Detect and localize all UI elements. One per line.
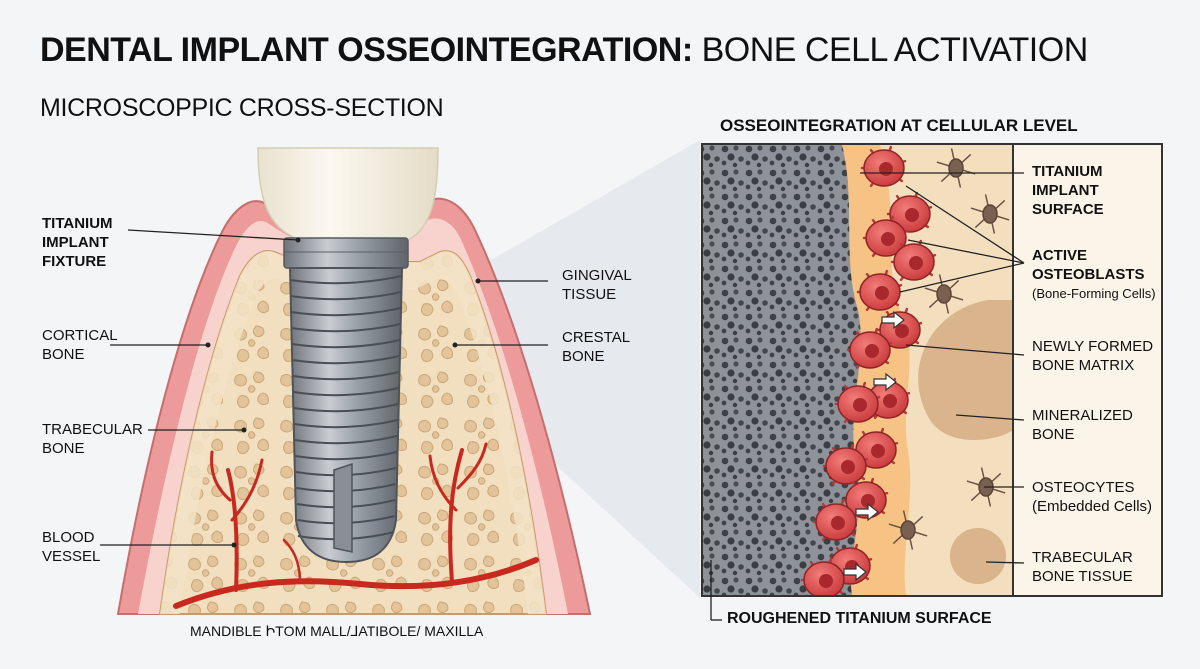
deposition-arrow — [881, 310, 905, 330]
label-line: MINERALIZED — [1032, 407, 1133, 424]
implant-thread — [290, 307, 402, 317]
title-bold: DENTAL IMPLANT OSSEOINTEGRATION: — [40, 31, 693, 69]
label-active-osteoblasts: ACTIVE OSTEOBLASTS (Bone-Forming Cells) — [1032, 246, 1156, 303]
osteoblast-cell — [860, 145, 907, 188]
label-line: CORTICAL — [42, 327, 118, 344]
label-line: IMPLANT — [42, 234, 109, 251]
osteoblast-cell — [812, 499, 859, 542]
label-crestal-bone: CRESTAL BONE — [562, 328, 630, 366]
panel-title: OSSEOINTEGRATION AT CELLULAR LEVEL — [720, 116, 1078, 135]
implant-thread — [291, 323, 401, 333]
page-title: DENTAL IMPLANT OSSEOINTEGRATION: BONE CE… — [40, 30, 1088, 70]
implant-thread — [293, 403, 399, 413]
surface-caption: ROUGHENED TITANIUM SURFACE — [727, 610, 992, 627]
osteoblast-cell — [822, 443, 869, 486]
label-titanium-fixture: TITANIUM IMPLANT FIXTURE — [42, 214, 113, 271]
osteoblast-cell — [856, 269, 903, 312]
label-note: (Bone-Forming Cells) — [1032, 286, 1156, 301]
page-subtitle: MICROSCOPPIC CROSS-SECTION — [40, 94, 444, 122]
implant-thread — [291, 339, 401, 349]
label-line: SURFACE — [1032, 201, 1104, 218]
osteocyte-cell — [970, 194, 1010, 234]
label-osteocytes: OSTEOCYTES (Embedded Cells) — [1032, 478, 1152, 516]
blood-vessels — [173, 442, 539, 609]
bottom-caption: MANDIBLE ԻТOM MALL/⅃ATIBOLE/ MAXILLA — [190, 623, 484, 639]
implant-thread — [290, 291, 402, 301]
osteoblast-cell — [886, 191, 933, 234]
osteoblast-cell — [890, 239, 937, 282]
osteoblast-cell — [846, 327, 893, 370]
label-line: BONE — [42, 346, 85, 363]
implant-thread — [289, 275, 403, 285]
label-trabecular-tissue: TRABECULAR BONE TISSUE — [1032, 548, 1133, 586]
deposition-arrow — [843, 562, 867, 582]
osteoblast-cell — [800, 557, 847, 595]
label-note: (Embedded Cells) — [1032, 498, 1153, 515]
label-line: BONE — [1032, 426, 1075, 443]
label-gingival-tissue: GINGIVAL TISSUE — [562, 266, 632, 304]
label-line: TRABECULAR — [1032, 549, 1133, 566]
deposition-arrow — [855, 502, 879, 522]
implant-thread — [292, 355, 400, 365]
implant-thread — [292, 371, 400, 381]
osteoblast-cell — [834, 381, 881, 424]
crown-shape — [257, 147, 439, 241]
implant-thread — [294, 419, 398, 429]
label-line: CRESTAL — [562, 329, 631, 346]
label-line: BONE MATRIX — [1032, 357, 1135, 374]
label-new-bone-matrix: NEWLY FORMED BONE MATRIX — [1032, 337, 1153, 375]
label-line: TITANIUM — [1032, 163, 1103, 180]
label-line: BONE TISSUE — [1032, 568, 1133, 585]
label-trabecular-bone: TRABECULAR BONE — [42, 420, 143, 458]
deposition-arrow — [873, 372, 897, 392]
osteocyte-cell — [924, 274, 964, 314]
osteoblast-cell — [862, 215, 909, 258]
label-line: FIXTURE — [42, 253, 107, 270]
label-line: ACTIVE — [1032, 247, 1088, 264]
label-line: BONE — [562, 348, 605, 365]
label-line: TRABECULAR — [42, 421, 143, 438]
label-line: BLOOD — [42, 529, 95, 546]
implant-thread — [295, 451, 397, 461]
label-line: TITANIUM — [42, 215, 113, 232]
implant-thread — [293, 387, 399, 397]
label-blood-vessel: BLOOD VESSEL — [42, 528, 100, 566]
label-line: VESSEL — [42, 548, 101, 565]
label-line: TISSUE — [562, 286, 617, 303]
label-line: OSTEOBLASTS — [1032, 266, 1145, 283]
label-line: IMPLANT — [1032, 182, 1099, 199]
label-line: NEWLY FORMED — [1032, 338, 1154, 355]
label-line: OSTEOCYTES — [1032, 479, 1135, 496]
label-mineralized-bone: MINERALIZED BONE — [1032, 406, 1133, 444]
label-line: BONE — [42, 440, 85, 457]
label-cortical-bone: CORTICAL BONE — [42, 326, 118, 364]
implant-thread — [294, 435, 398, 445]
label-titanium-surface: TITANIUM IMPLANT SURFACE — [1032, 162, 1104, 219]
osteocyte-cell — [966, 467, 1006, 507]
osteocyte-cell — [888, 510, 928, 550]
title-normal: BONE CELL ACTIVATION — [692, 31, 1089, 69]
label-line: GINGIVAL — [562, 267, 632, 284]
